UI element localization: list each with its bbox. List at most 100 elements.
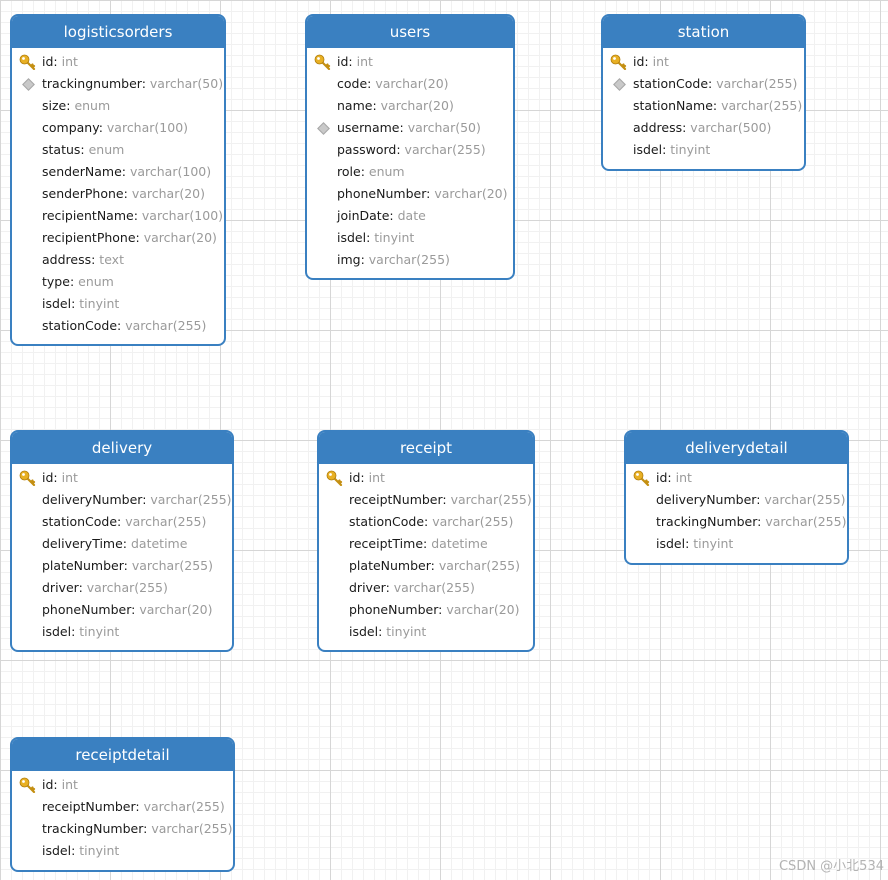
field-name: isdel xyxy=(337,230,367,245)
watermark: CSDN @小北534 xyxy=(778,859,884,874)
field-row[interactable]: phoneNumber: varchar(20) xyxy=(12,599,232,621)
field-separator: : xyxy=(98,120,107,135)
field-row[interactable]: driver: varchar(255) xyxy=(319,577,533,599)
field-row[interactable]: plateNumber: varchar(255) xyxy=(12,555,232,577)
field-type: tinyint xyxy=(386,624,427,639)
field-row[interactable]: stationCode: varchar(255) xyxy=(12,511,232,533)
field-row[interactable]: name: varchar(20) xyxy=(307,95,513,117)
field-name: isdel xyxy=(656,536,686,551)
field-separator: : xyxy=(644,54,653,69)
field-row[interactable]: isdel: tinyint xyxy=(12,621,232,643)
field-row[interactable]: stationCode: varchar(255) xyxy=(12,315,224,337)
index-icon xyxy=(613,78,626,91)
field-row[interactable]: role: enum xyxy=(307,161,513,183)
field-row[interactable]: phoneNumber: varchar(20) xyxy=(319,599,533,621)
field-name: plateNumber xyxy=(349,558,431,573)
field-row[interactable]: id: int xyxy=(626,467,847,489)
field-row[interactable]: stationCode: varchar(255) xyxy=(319,511,533,533)
field-row[interactable]: isdel: tinyint xyxy=(626,533,847,555)
field-row[interactable]: code: varchar(20) xyxy=(307,73,513,95)
field-row[interactable]: id: int xyxy=(603,51,804,73)
field-row[interactable]: driver: varchar(255) xyxy=(12,577,232,599)
field-row[interactable]: address: varchar(500) xyxy=(603,117,804,139)
field-row[interactable]: trackingNumber: varchar(255) xyxy=(12,818,233,840)
field-separator: : xyxy=(757,514,766,529)
field-name: role xyxy=(337,164,361,179)
field-name: trackingnumber xyxy=(42,76,142,91)
field-name: senderPhone xyxy=(42,186,124,201)
field-row[interactable]: phoneNumber: varchar(20) xyxy=(307,183,513,205)
field-row[interactable]: username: varchar(50) xyxy=(307,117,513,139)
field-row[interactable]: address: text xyxy=(12,249,224,271)
field-type: varchar(20) xyxy=(139,602,213,617)
field-name: isdel xyxy=(633,142,663,157)
field-row[interactable]: password: varchar(255) xyxy=(307,139,513,161)
field-row[interactable]: deliveryTime: datetime xyxy=(12,533,232,555)
table-header: delivery xyxy=(12,432,232,464)
field-row[interactable]: deliveryNumber: varchar(255) xyxy=(626,489,847,511)
field-row[interactable]: isdel: tinyint xyxy=(12,293,224,315)
field-separator: : xyxy=(69,274,79,289)
field-row[interactable]: type: enum xyxy=(12,271,224,293)
field-row[interactable]: receiptNumber: varchar(255) xyxy=(319,489,533,511)
field-name: id xyxy=(633,54,645,69)
key-icon xyxy=(326,470,343,486)
field-row[interactable]: stationCode: varchar(255) xyxy=(603,73,804,95)
field-type: varchar(255) xyxy=(721,98,803,113)
field-type: varchar(50) xyxy=(407,120,481,135)
field-type: varchar(255) xyxy=(716,76,798,91)
field-row[interactable]: id: int xyxy=(12,774,233,796)
field-type: varchar(255) xyxy=(393,580,475,595)
field-row[interactable]: receiptNumber: varchar(255) xyxy=(12,796,233,818)
field-type: varchar(255) xyxy=(432,514,514,529)
field-row[interactable]: isdel: tinyint xyxy=(307,227,513,249)
field-row[interactable]: status: enum xyxy=(12,139,224,161)
table-header: receiptdetail xyxy=(12,739,233,771)
field-type: varchar(255) xyxy=(150,492,232,507)
field-type: tinyint xyxy=(79,843,120,858)
field-type: int xyxy=(675,470,692,485)
field-name: password xyxy=(337,142,397,157)
field-name: type xyxy=(42,274,70,289)
field-type: varchar(20) xyxy=(131,186,205,201)
field-separator: : xyxy=(53,470,62,485)
field-type: varchar(255) xyxy=(125,318,207,333)
field-row[interactable]: senderName: varchar(100) xyxy=(12,161,224,183)
field-row[interactable]: trackingnumber: varchar(50) xyxy=(12,73,224,95)
field-row[interactable]: trackingNumber: varchar(255) xyxy=(626,511,847,533)
field-name: stationCode xyxy=(42,514,118,529)
field-row[interactable]: isdel: tinyint xyxy=(12,840,233,862)
field-row[interactable]: size: enum xyxy=(12,95,224,117)
field-name: id xyxy=(42,54,54,69)
field-name: receiptTime xyxy=(349,536,424,551)
field-row[interactable]: img: varchar(255) xyxy=(307,249,513,271)
field-row[interactable]: company: varchar(100) xyxy=(12,117,224,139)
field-type: varchar(50) xyxy=(149,76,224,91)
field-row[interactable]: id: int xyxy=(307,51,513,73)
field-row[interactable]: recipientName: varchar(100) xyxy=(12,205,224,227)
field-row[interactable]: id: int xyxy=(12,467,232,489)
field-row[interactable]: recipientPhone: varchar(20) xyxy=(12,227,224,249)
field-row[interactable]: stationName: varchar(255) xyxy=(603,95,804,117)
field-row[interactable]: senderPhone: varchar(20) xyxy=(12,183,224,205)
field-row[interactable]: isdel: tinyint xyxy=(319,621,533,643)
field-row[interactable]: isdel: tinyint xyxy=(603,139,804,161)
field-separator: : xyxy=(430,558,439,573)
field-separator: : xyxy=(122,536,131,551)
field-row[interactable]: plateNumber: varchar(255) xyxy=(319,555,533,577)
field-row[interactable]: id: int xyxy=(319,467,533,489)
field-row[interactable]: joinDate: date xyxy=(307,205,513,227)
field-row[interactable]: deliveryNumber: varchar(255) xyxy=(12,489,232,511)
field-row[interactable]: id: int xyxy=(12,51,224,73)
field-name: id xyxy=(42,470,54,485)
field-row[interactable]: receiptTime: datetime xyxy=(319,533,533,555)
